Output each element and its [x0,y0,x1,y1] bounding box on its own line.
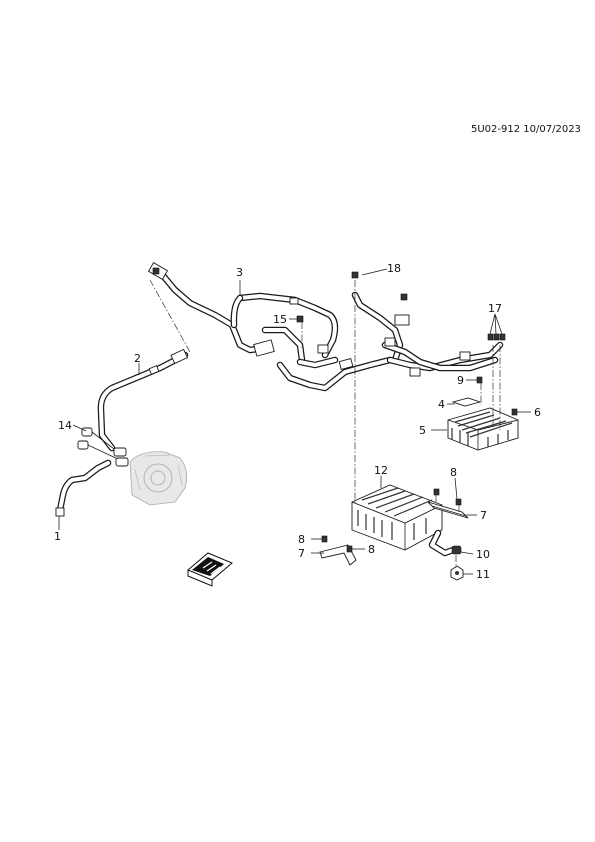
callout-7-left: 7 [298,547,305,560]
hose-10 [428,529,462,557]
clamp-14 [77,427,129,467]
bracket-7-left [319,535,357,566]
leader-lines [58,268,531,575]
bolt-15 [296,315,304,323]
callout-1: 1 [54,530,61,543]
callout-4: 4 [438,398,445,411]
hose-3 [147,262,394,392]
callout-8-mid: 8 [368,543,375,556]
callout-15: 15 [273,313,287,326]
bolts-17 [487,333,506,341]
callout-9: 9 [457,374,464,387]
callout-7-right: 7 [480,509,487,522]
hose-1 [55,459,112,517]
callout-11: 11 [476,568,490,581]
callout-6: 6 [534,406,541,419]
hose-18 [351,291,504,377]
callout-18: 18 [387,262,401,275]
callout-8-top: 8 [450,466,457,479]
callout-12: 12 [374,464,388,477]
callout-5: 5 [419,424,426,437]
module-5 [447,407,519,451]
callout-2: 2 [134,352,141,365]
callout-14: 14 [58,419,72,432]
engine-block [129,451,188,506]
leader-dash-2 [149,279,191,353]
hose-2 [97,348,189,452]
front-arrow-icon [187,552,233,587]
callout-3: 3 [236,266,243,279]
document-reference: 5U02-912 10/07/2023 [471,124,581,135]
nut-11 [450,565,464,581]
bolt-18 [351,271,408,301]
callout-17: 17 [488,302,502,315]
dash-line-8 [435,495,460,513]
module-12 [351,484,462,551]
callout-10: 10 [476,548,490,561]
bracket-7-right [427,501,469,519]
callout-8-left: 8 [298,533,305,546]
